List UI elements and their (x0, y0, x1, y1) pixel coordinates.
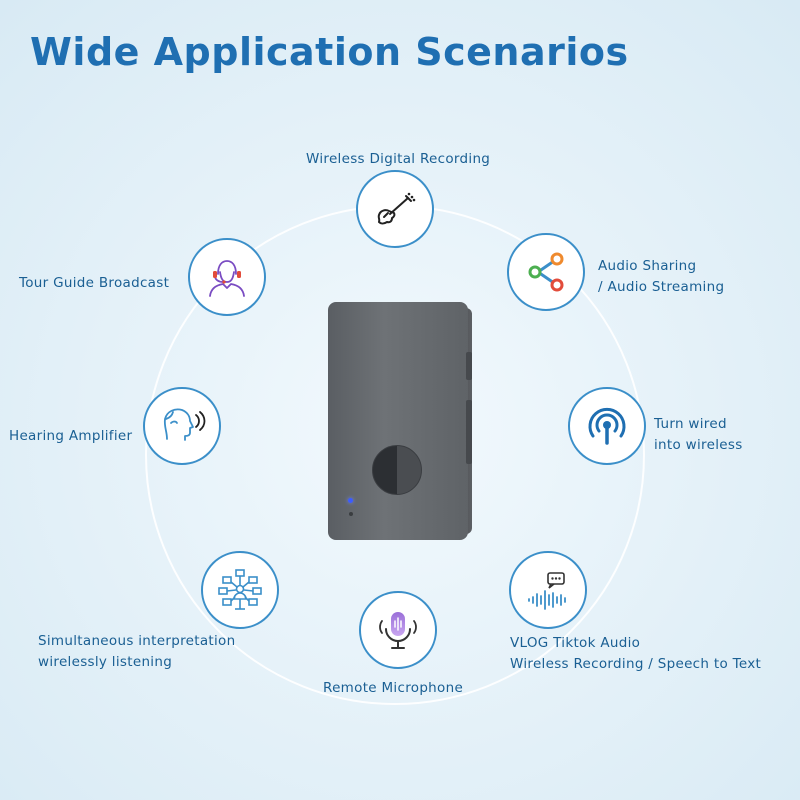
scenario-wireless (568, 387, 646, 465)
speech-wave-icon (528, 572, 566, 610)
scenario-microphone (359, 591, 437, 669)
label-wireless: Turn wired into wireless (654, 416, 743, 453)
device-knob (372, 445, 422, 495)
device-mic-hole (349, 512, 353, 516)
microphone-icon (379, 612, 417, 649)
device-side-button (466, 352, 472, 380)
scenario-tour (188, 238, 266, 316)
label-tour: Tour Guide Broadcast (19, 275, 170, 291)
label-microphone: Remote Microphone (323, 680, 464, 696)
device-side-switch (466, 400, 472, 464)
label-hearing: Hearing Amplifier (9, 428, 133, 444)
scenario-sharing (507, 233, 585, 311)
label-recording: Wireless Digital Recording (306, 151, 491, 167)
device-body (328, 302, 468, 540)
device-led-indicator (348, 498, 353, 503)
scenario-interpretation (201, 551, 279, 629)
scenario-recording (356, 170, 434, 248)
hearing-icon (163, 408, 206, 441)
scenario-vlog (509, 551, 587, 629)
label-sharing: Audio Sharing / Audio Streaming (598, 258, 725, 295)
scenario-hearing (143, 387, 221, 465)
label-vlog: VLOG Tiktok Audio Wireless Recording / S… (510, 635, 762, 672)
label-interpretation: Simultaneous interpretation wirelessly l… (38, 633, 236, 670)
headset-person-icon (209, 260, 245, 297)
network-icon (218, 569, 262, 610)
antenna-icon (588, 407, 626, 445)
share-icon (528, 252, 564, 292)
guitar-icon (377, 192, 416, 225)
page-title: Wide Application Scenarios (30, 30, 629, 74)
